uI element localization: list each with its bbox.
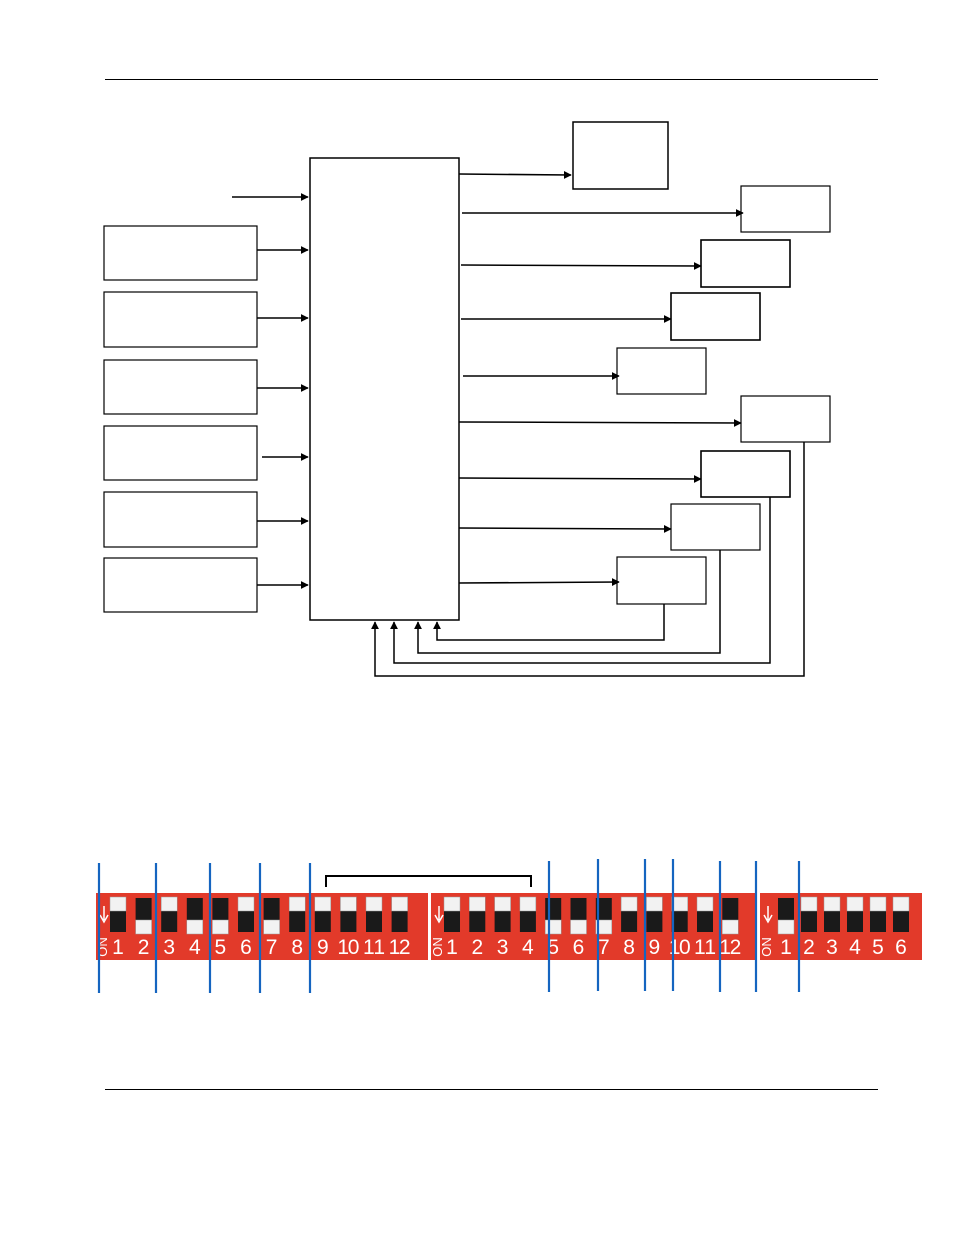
dip-lever xyxy=(777,919,795,935)
dip-lever xyxy=(869,896,887,912)
output-block-1 xyxy=(572,121,669,190)
dip-lever xyxy=(135,919,152,935)
output-block-3 xyxy=(700,239,791,288)
footer-rule xyxy=(105,1089,878,1090)
dip-switch-label: 3 xyxy=(163,936,175,959)
dip-switch-label: 5 xyxy=(215,936,227,959)
dip-switch-label: 10 xyxy=(337,936,359,959)
dip-switch-label: 12 xyxy=(719,936,741,959)
dip-switch-label: 8 xyxy=(291,936,303,959)
input-block-2 xyxy=(103,291,258,348)
dip-lever xyxy=(494,896,511,912)
dip-switch-label: 4 xyxy=(189,936,201,959)
dip-switch-label: 10 xyxy=(669,936,691,959)
dip-lever xyxy=(340,896,357,912)
dip-switch-label: 5 xyxy=(547,936,559,959)
dip-switch-label: 1 xyxy=(446,936,458,959)
dip-lever xyxy=(469,896,486,912)
dip-lever xyxy=(288,896,306,912)
output-arrow-7 xyxy=(458,474,702,483)
feedback-line-1 xyxy=(433,604,665,641)
dip-switch-label: 3 xyxy=(497,936,509,959)
input-block-5 xyxy=(103,491,258,548)
output-block-9 xyxy=(616,556,707,605)
output-arrow-9 xyxy=(458,578,620,587)
output-arrow-8 xyxy=(458,524,672,533)
dip-lever xyxy=(846,896,864,912)
dip-switch-label: 7 xyxy=(598,936,610,959)
dip-lever xyxy=(391,896,408,912)
dip-switch-label: 9 xyxy=(317,936,329,959)
dip-switch-label: 2 xyxy=(471,936,483,959)
feedback-line-3 xyxy=(390,497,771,664)
dip-lever xyxy=(263,919,280,935)
output-block-8 xyxy=(670,503,761,551)
dip-switch-label: 4 xyxy=(849,936,861,959)
dip-lever xyxy=(237,896,255,912)
dip-switch-label: 5 xyxy=(872,936,884,959)
block-diagram xyxy=(103,121,831,677)
dip-lever xyxy=(212,919,229,935)
dip-switch-label: 12 xyxy=(389,936,411,959)
dip-switch-label: 1 xyxy=(112,936,124,959)
dip-lever xyxy=(646,896,663,912)
dip-lever xyxy=(800,896,818,912)
dip-switch-label: 6 xyxy=(895,936,907,959)
on-arrow-icon xyxy=(763,906,773,924)
dip-lever xyxy=(570,919,587,935)
dip-lever xyxy=(365,896,383,912)
dip-lever xyxy=(519,896,537,912)
input-block-6 xyxy=(103,557,258,613)
dip-switch-label: 11 xyxy=(694,936,716,959)
input-block-4 xyxy=(103,425,258,481)
group-bracket xyxy=(325,875,532,887)
feedback-line-2 xyxy=(414,550,721,654)
dip-on-label: ON xyxy=(95,937,110,957)
dip-lever xyxy=(186,919,204,935)
dip-lever xyxy=(160,896,178,912)
dip-lever xyxy=(595,919,613,935)
output-block-5 xyxy=(616,347,707,395)
output-arrow-3 xyxy=(460,261,702,270)
dip-switch-label: 4 xyxy=(522,936,534,959)
dip-switch-label: 1 xyxy=(780,936,792,959)
dip-lever xyxy=(892,896,910,912)
input-block-1 xyxy=(103,225,258,281)
dip-lever xyxy=(671,896,688,912)
dip-on-label: ON xyxy=(759,937,774,957)
dip-on-label: ON xyxy=(430,937,445,957)
dip-lever xyxy=(620,896,638,912)
dip-switch-label: 8 xyxy=(623,936,635,959)
on-arrow-icon xyxy=(99,906,109,924)
on-arrow-icon xyxy=(434,906,444,924)
output-arrow-6 xyxy=(458,418,742,427)
dip-switch-label: 11 xyxy=(363,936,385,959)
output-block-4 xyxy=(670,292,761,341)
dip-switch-label: 6 xyxy=(240,936,252,959)
dip-lever xyxy=(544,919,562,935)
dip-switch-label: 2 xyxy=(803,936,815,959)
dip-lever xyxy=(314,896,332,912)
feedback-line-4 xyxy=(371,442,805,677)
output-block-7 xyxy=(700,450,791,498)
output-block-6 xyxy=(740,395,831,443)
dip-switch-label: 6 xyxy=(573,936,585,959)
dip-switch-label: 9 xyxy=(649,936,661,959)
central-block xyxy=(309,157,460,621)
dip-lever xyxy=(443,896,461,912)
output-block-2 xyxy=(740,185,831,233)
header-rule xyxy=(105,79,878,80)
dip-switch-label: 2 xyxy=(138,936,150,959)
input-block-3 xyxy=(103,359,258,415)
dip-lever xyxy=(109,896,127,912)
dip-switch-label: 7 xyxy=(266,936,278,959)
dip-lever xyxy=(696,896,714,912)
dip-switch-label: 3 xyxy=(826,936,838,959)
dip-lever xyxy=(722,919,739,935)
dip-lever xyxy=(823,896,841,912)
output-arrow-1 xyxy=(458,170,572,179)
